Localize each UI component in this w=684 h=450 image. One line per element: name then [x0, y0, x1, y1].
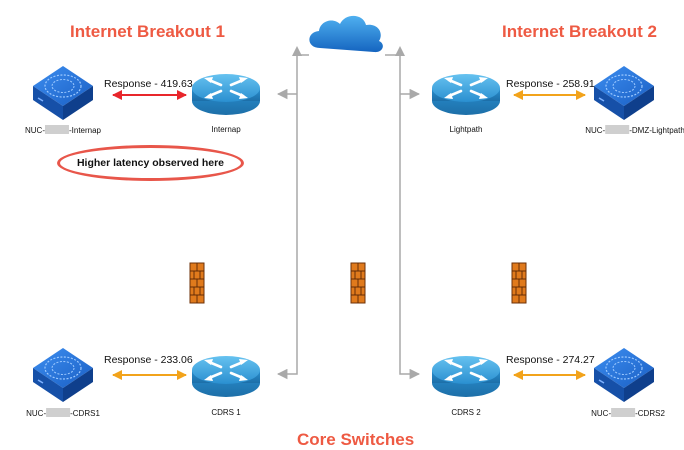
nuc-server-icon-internap [32, 65, 94, 121]
label-prefix: NUC- [24, 126, 45, 135]
label-suffix: -Internap [68, 126, 102, 135]
response-label-internap: Response - 419.63 [104, 78, 193, 90]
title-core-switches: Core Switches [297, 430, 415, 449]
label-suffix: -DMZ-Lightpath [629, 126, 684, 135]
firewall-icon-right [511, 262, 527, 304]
device-label-cdrs1: CDRS 1 [211, 408, 241, 417]
device-label-nuc-cdrs1: NUC- -CDRS1 [26, 408, 100, 418]
response-label-lightpath: Response - 258.91 [506, 78, 595, 90]
router-icon-internap [190, 72, 262, 117]
nuc-server-icon-cdrs1 [32, 347, 94, 403]
router-icon-cdrs1 [190, 354, 262, 399]
redaction-block [46, 408, 71, 417]
latency-callout-text: Higher latency observed here [76, 157, 225, 169]
response-label-cdrs2: Response - 274.27 [506, 354, 595, 366]
router-icon-lightpath [430, 72, 502, 117]
device-label-lightpath: Lightpath [449, 125, 483, 134]
label-prefix: NUC- [591, 409, 612, 418]
router-icon-cdrs2 [430, 354, 502, 399]
redaction-block [605, 125, 630, 134]
firewall-icon-center [350, 262, 366, 304]
nuc-server-icon-lightpath [593, 65, 655, 121]
firewall-icon-left [189, 262, 205, 304]
label-suffix: -CDRS2 [635, 409, 665, 418]
nuc-server-icon-cdrs2 [593, 347, 655, 403]
device-label-nuc-internap: NUC- -Internap [25, 125, 101, 135]
label-prefix: NUC- [26, 409, 47, 418]
label-prefix: NUC- [585, 126, 606, 135]
device-label-nuc-lightpath: NUC- -DMZ-Lightpath [585, 125, 684, 135]
cloud-icon [309, 15, 383, 53]
redaction-block [44, 125, 69, 134]
device-label-internap: Internap [211, 125, 241, 134]
redaction-block [611, 408, 636, 417]
title-breakout-2: Internet Breakout 2 [502, 22, 657, 41]
response-label-cdrs1: Response - 233.06 [104, 354, 193, 366]
title-breakout-1: Internet Breakout 1 [70, 22, 225, 41]
uplink-connector-right [385, 46, 421, 380]
uplink-connector-left [276, 46, 309, 380]
device-label-nuc-cdrs2: NUC- -CDRS2 [591, 408, 665, 418]
label-suffix: -CDRS1 [70, 409, 100, 418]
latency-callout: Higher latency observed here [57, 145, 244, 181]
device-label-cdrs2: CDRS 2 [451, 408, 481, 417]
